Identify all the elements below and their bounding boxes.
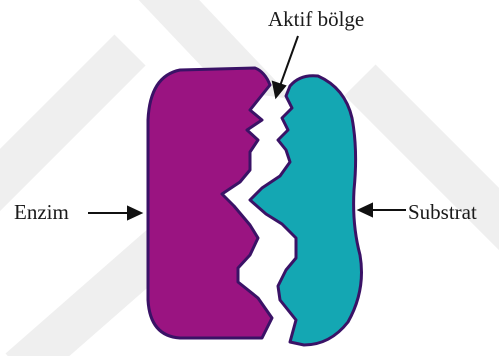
substrate-arrow [359,204,406,216]
enzyme-arrow [88,207,141,219]
enzyme-label: Enzim [14,202,69,223]
substrate-label: Substrat [408,202,477,223]
active-site-label: Aktif bölge [268,9,364,30]
watermark-stripe-left [0,50,130,200]
